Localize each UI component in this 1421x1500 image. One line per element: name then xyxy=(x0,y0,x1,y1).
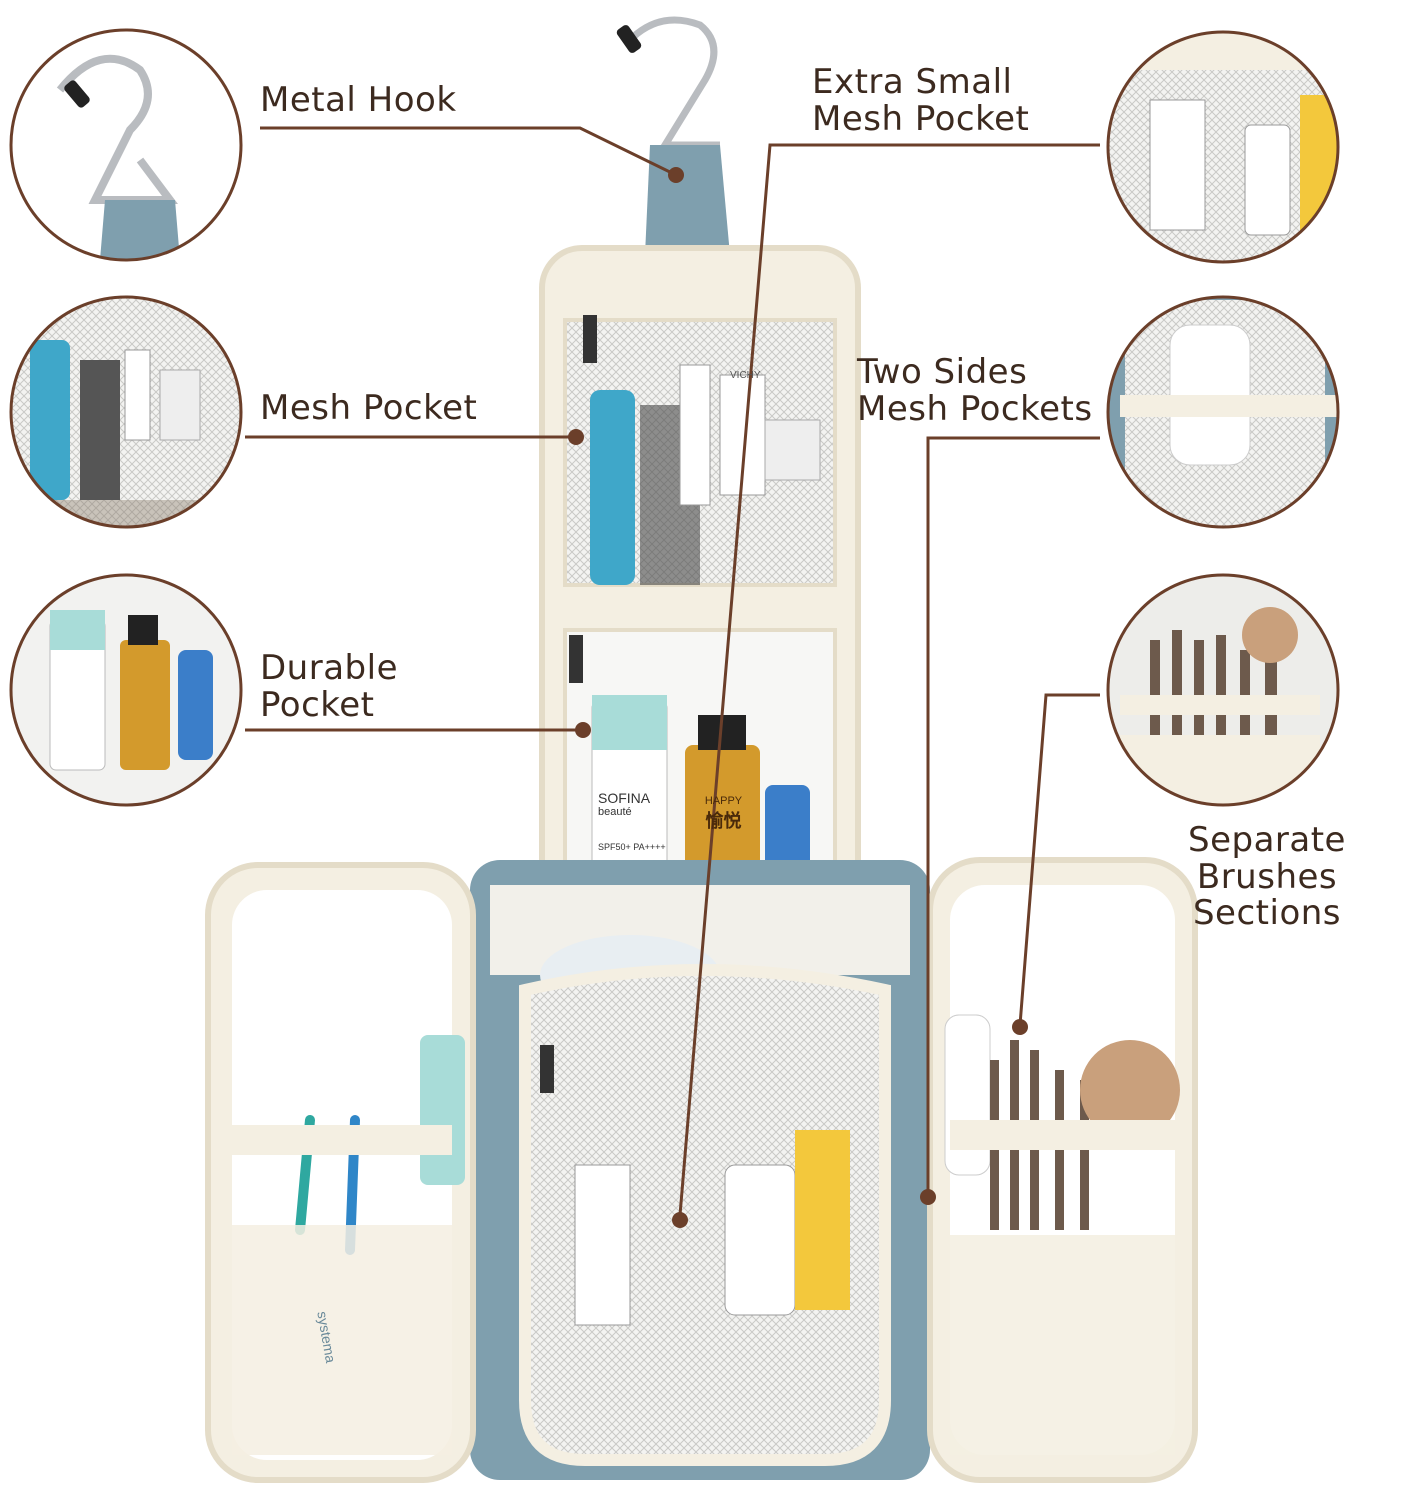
product-text-vichy: VICHY xyxy=(730,370,761,381)
mesh-pocket-label: Mesh Pocket xyxy=(260,388,478,428)
extra-small-mesh-pocket-label: Extra Small Mesh Pocket xyxy=(812,62,1030,139)
extra-small-mesh-callout xyxy=(1108,32,1338,262)
product-text-sofina: SOFINA beauté SPF50+ PA++++ xyxy=(598,790,666,852)
leader-endpoints xyxy=(568,167,1028,1228)
product-text-happy: HAPPY 愉悦 xyxy=(704,795,743,831)
metal-hook-callout xyxy=(11,30,241,260)
leader-metal-hook xyxy=(260,126,677,177)
brushes-callout xyxy=(1108,575,1338,805)
hook-icon xyxy=(627,16,720,149)
leader-lines xyxy=(245,126,1100,1216)
leader-two-sides xyxy=(926,436,1100,1195)
metal-hook-label: Metal Hook xyxy=(260,80,457,120)
leader-extra-small xyxy=(678,143,1100,1216)
durable-pocket-callout xyxy=(11,575,241,805)
two-sides-mesh-callout xyxy=(1108,297,1338,527)
durable-pocket-label: Durable Pocket xyxy=(260,648,398,725)
mesh-pocket-callout xyxy=(11,297,241,527)
two-sides-mesh-pockets-label: Two Sides Mesh Pockets xyxy=(857,352,1093,429)
separate-brushes-sections-label: Separate Brushes Sections xyxy=(1188,820,1346,934)
toiletry-bag xyxy=(205,16,1198,1483)
leader-brushes xyxy=(1018,693,1100,1026)
